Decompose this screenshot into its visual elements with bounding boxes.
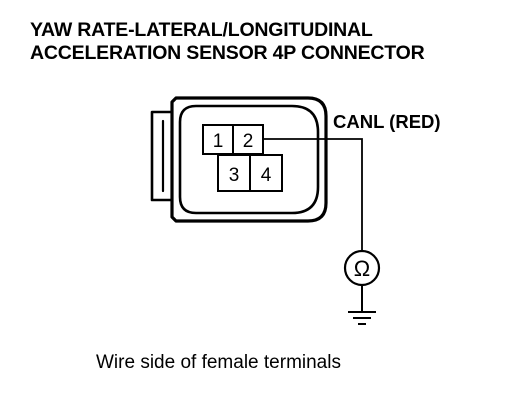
terminal-3-label: 3: [229, 165, 240, 186]
ohm-symbol: Ω: [354, 256, 370, 281]
diagram-title: YAW RATE-LATERAL/LONGITUDINAL ACCELERATI…: [30, 19, 425, 65]
title-line-2: ACCELERATION SENSOR 4P CONNECTOR: [30, 42, 425, 64]
terminal-2-label: 2: [243, 131, 254, 152]
wire-label: CANL (RED): [333, 111, 441, 132]
probe-wire: [263, 138, 363, 251]
ground-icon: [348, 285, 376, 325]
diagram-caption: Wire side of female terminals: [96, 352, 341, 373]
title-line-1: YAW RATE-LATERAL/LONGITUDINAL: [30, 19, 373, 41]
terminal-4-box: [249, 154, 283, 192]
terminal-4-label: 4: [261, 165, 272, 186]
connector-housing: [150, 96, 328, 223]
terminal-1-label: 1: [213, 131, 224, 152]
